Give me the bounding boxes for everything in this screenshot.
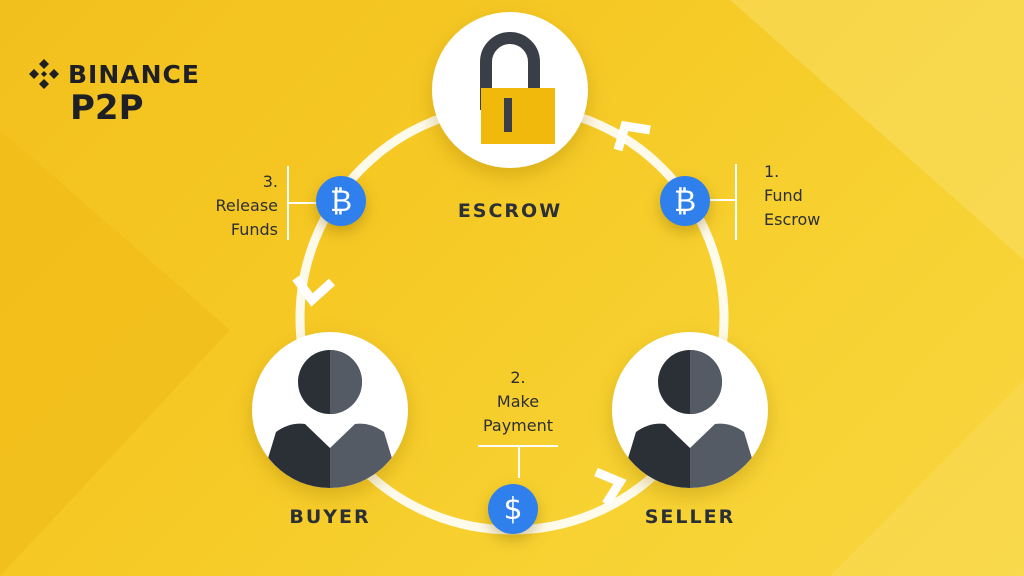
step-text-line2: Escrow [764,210,821,229]
step-1-label: 1. Fund Escrow [764,160,820,232]
product-name: P2P [70,88,144,128]
step-number: 2. [510,368,526,387]
arrow-to-buyer [292,275,336,307]
buyer-user-icon [262,350,398,488]
brand-name: BINANCE [68,59,200,89]
step-text-line1: Make [496,392,540,411]
bitcoin-icon: ₿ [316,176,366,226]
binance-logo: BINANCE [26,56,200,92]
step-number: 3. [262,172,278,191]
arrow-to-escrow [613,120,651,152]
step-text-line1: Fund [764,186,803,205]
step-number: 1. [764,162,780,181]
step-3-label: 3. Release Funds [178,170,278,242]
escrow-label: ESCROW [457,200,563,222]
arrow-to-seller [594,467,627,507]
dollar-icon: $ [488,484,538,534]
buyer-label: BUYER [289,506,371,528]
padlock-icon [480,32,555,144]
step-text-line1: Release [215,196,278,215]
binance-diamond-icon [29,59,59,89]
seller-label: SELLER [644,506,736,528]
seller-user-icon [622,350,758,488]
step-2-label: 2. Make Payment [458,366,578,438]
step-text-line2: Funds [230,220,278,239]
step-text-line2: Payment [482,416,554,435]
bitcoin-icon: ₿ [660,176,710,226]
